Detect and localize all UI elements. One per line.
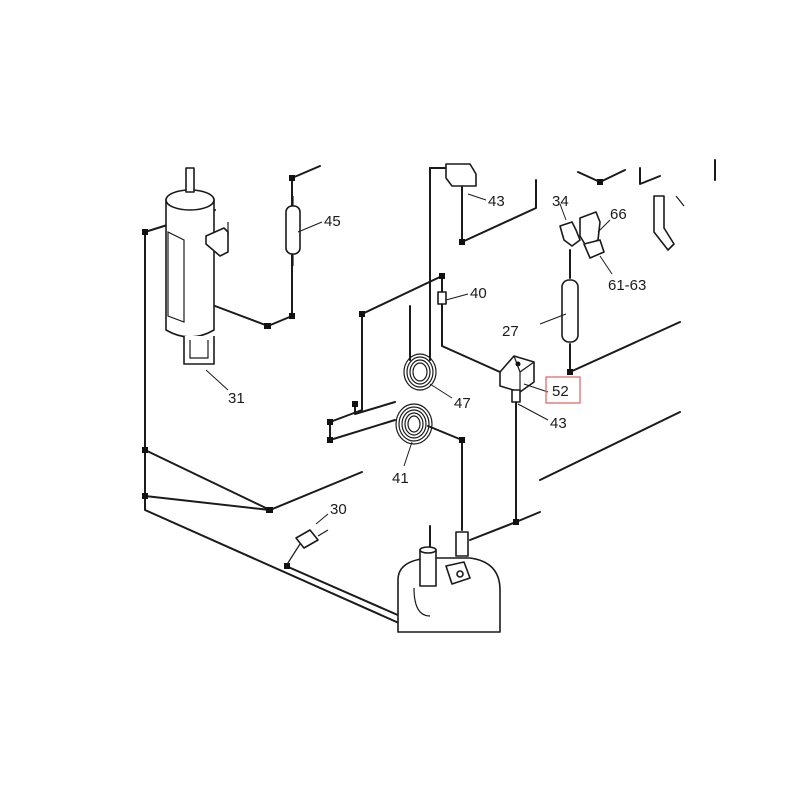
temperature-sensor-30: [285, 529, 329, 567]
compressor: [397, 531, 501, 633]
label-31: 31: [228, 390, 245, 407]
valve-43-bottom: [511, 389, 521, 403]
part-labels: 45 43 34 66 61-63 40 27 47 52 43 31 41 3…: [228, 193, 646, 518]
label-43-top: 43: [488, 193, 505, 210]
service-valve-66: [579, 211, 605, 259]
filter-drier-45: [285, 196, 301, 266]
label-41: 41: [392, 470, 409, 487]
accumulator-vessel-31: [165, 167, 229, 365]
label-47: 47: [454, 395, 471, 412]
pipe-joints: [142, 175, 603, 569]
pipe-bend-right: [653, 195, 685, 251]
label-27: 27: [502, 323, 519, 340]
highlight-box-52: [545, 376, 581, 404]
label-61-63: 61-63: [608, 277, 646, 294]
capillary-coil-41: [395, 403, 433, 445]
label-52[interactable]: 52: [552, 383, 569, 400]
solenoid-coil-52[interactable]: [499, 355, 535, 393]
label-30: 30: [330, 501, 347, 518]
strainer-27: [561, 279, 579, 343]
fitting-40: [437, 291, 447, 305]
label-40: 40: [470, 285, 487, 302]
fitting-34: [559, 221, 581, 247]
leader-lines: [205, 193, 613, 525]
label-45: 45: [324, 213, 341, 230]
valve-43-top: [445, 163, 477, 200]
label-43-bottom: 43: [550, 415, 567, 432]
capillary-coil-47: [403, 353, 437, 391]
label-34: 34: [552, 193, 569, 210]
label-66: 66: [610, 206, 627, 223]
